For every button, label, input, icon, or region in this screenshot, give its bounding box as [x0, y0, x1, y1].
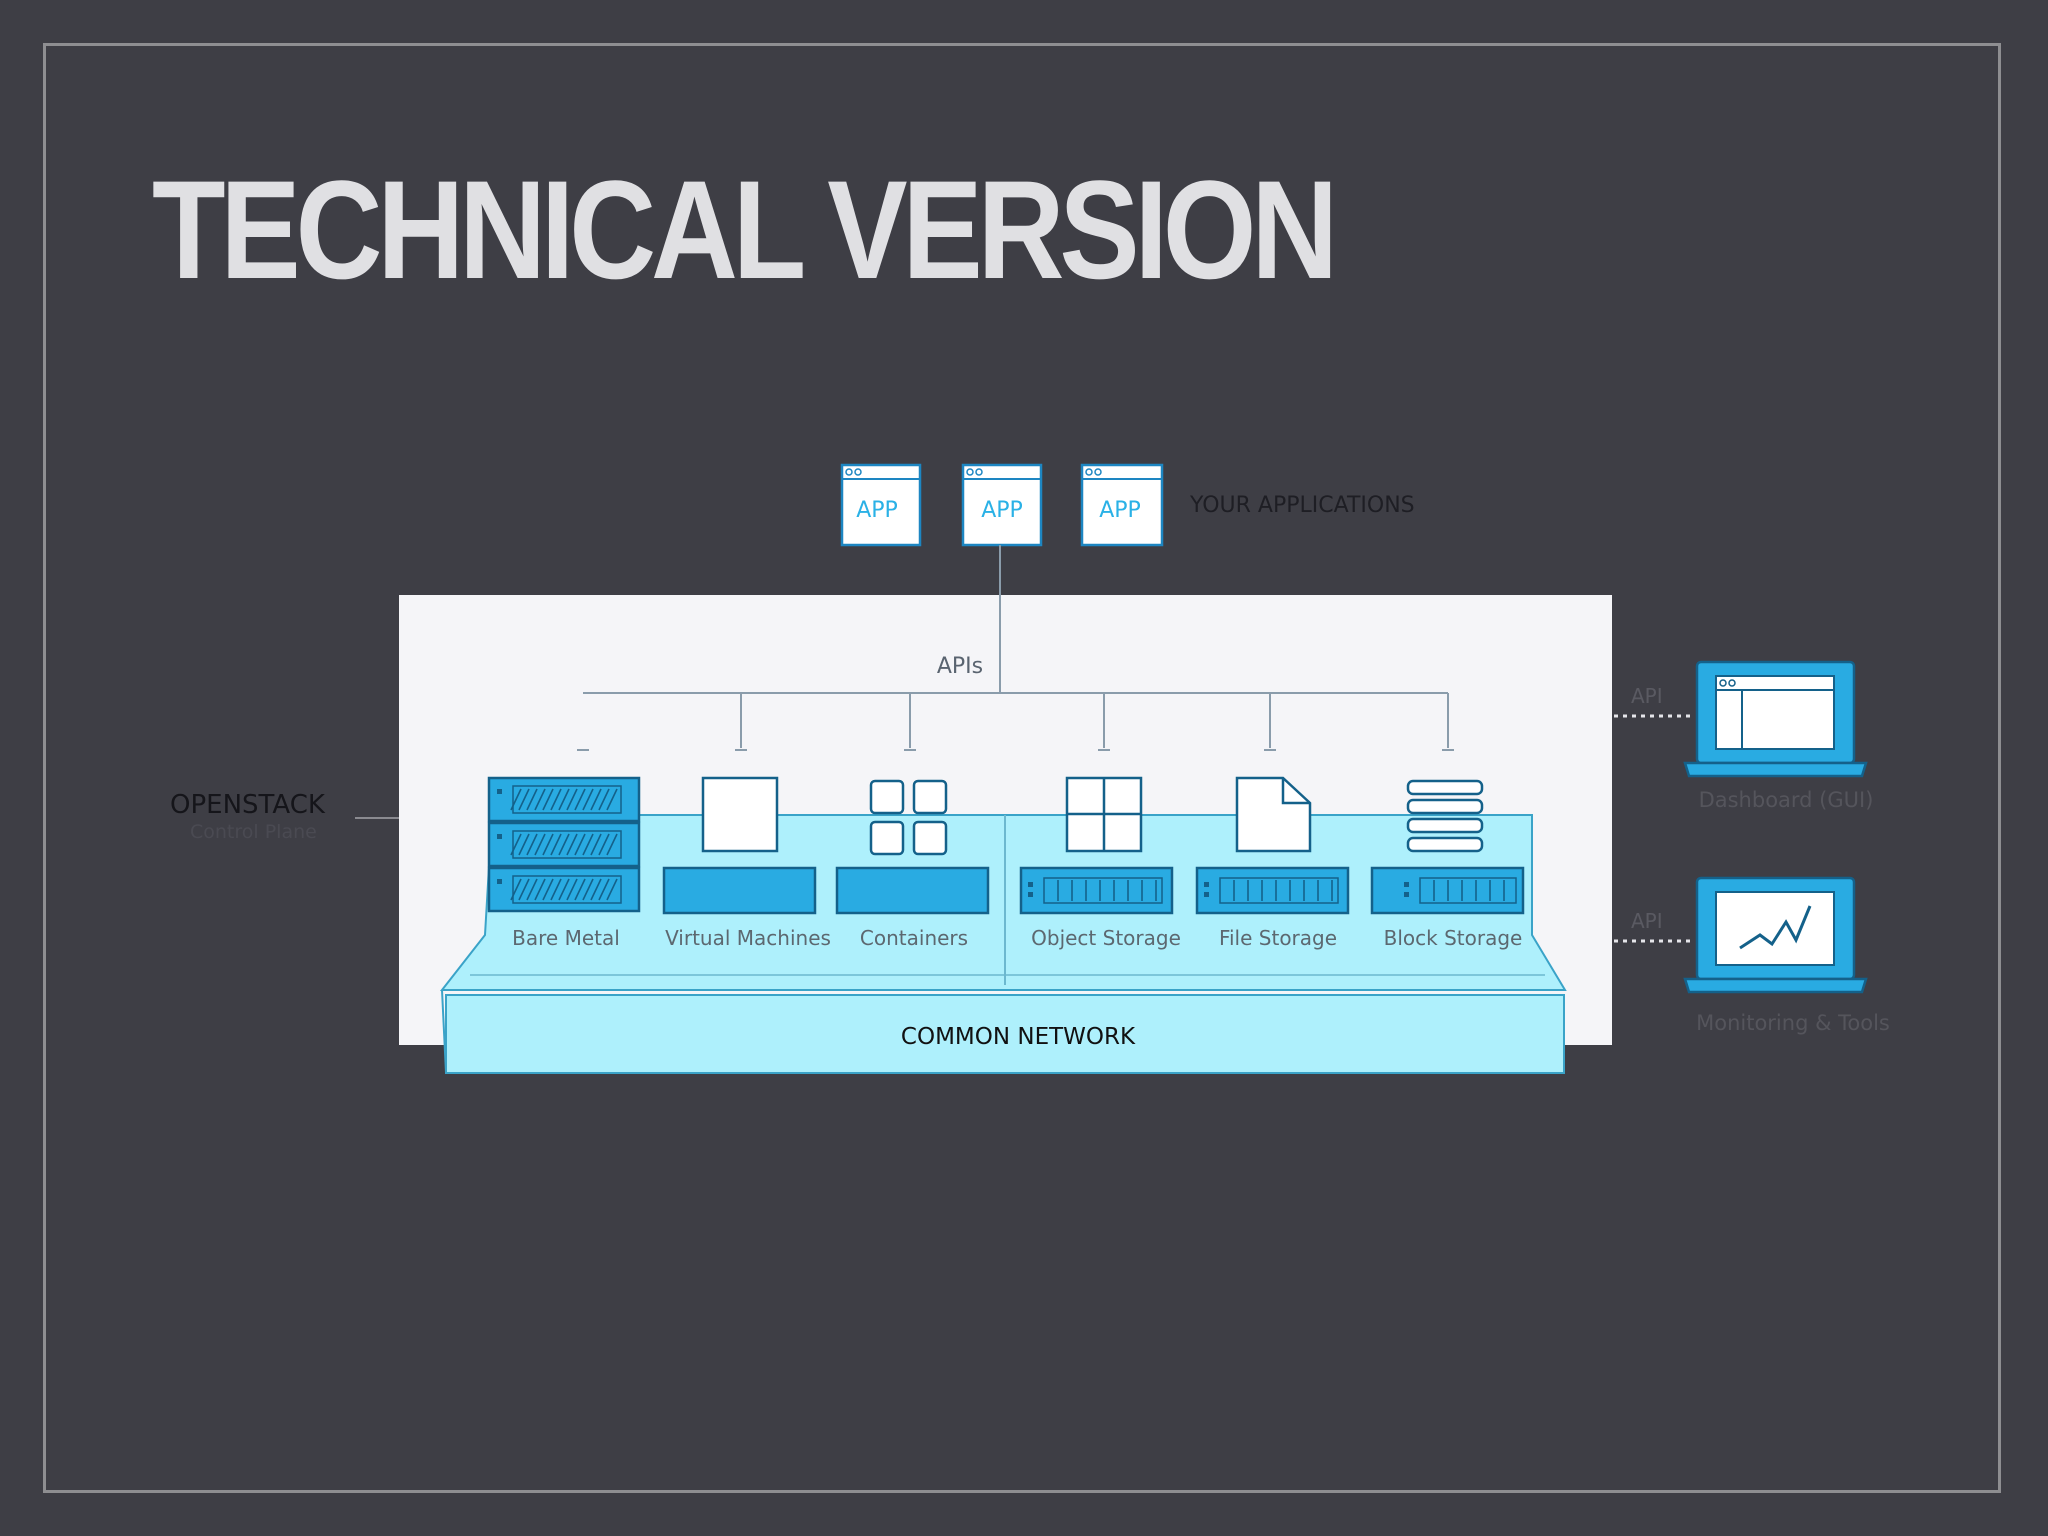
object-storage-icon [1019, 776, 1174, 915]
app-window-2: APP [961, 463, 1043, 547]
block-storage-icon [1370, 779, 1525, 915]
service-label-file-storage: File Storage [1219, 926, 1337, 950]
common-network-label: COMMON NETWORK [901, 1024, 1136, 1050]
openstack-label: OPENSTACK [170, 790, 326, 820]
app-label-1: APP [856, 498, 898, 523]
slide-title: TECHNICAL VERSION [152, 151, 1338, 308]
monitoring-label: Monitoring & Tools [1696, 1011, 1890, 1035]
service-label-containers: Containers [860, 926, 968, 950]
app-window-3: APP [1080, 463, 1164, 547]
virtual-machine-icon [662, 776, 817, 915]
file-storage-icon [1195, 776, 1350, 915]
monitoring-laptop-icon [1683, 876, 1868, 994]
dashboard-laptop-icon [1683, 660, 1868, 778]
service-label-block-storage: Block Storage [1384, 926, 1523, 950]
service-label-object-storage: Object Storage [1031, 926, 1181, 950]
dashboard-api-label: API [1631, 684, 1663, 708]
app-label-2: APP [981, 498, 1023, 523]
common-network-base [445, 994, 1565, 1074]
platform-surface [439, 814, 1567, 991]
storage-drive-bars [1028, 877, 1517, 904]
apis-label: APIs [937, 654, 983, 679]
app-label-3: APP [1099, 498, 1141, 523]
dashboard-label: Dashboard (GUI) [1699, 788, 1874, 812]
api-connectors [577, 545, 1454, 751]
app-window-1: APP [840, 463, 922, 547]
your-applications-label: YOUR APPLICATIONS [1189, 493, 1415, 518]
containers-icon [835, 779, 990, 915]
monitoring-api-label: API [1631, 909, 1663, 933]
service-label-bare-metal: Bare Metal [512, 926, 620, 950]
slide-frame [43, 43, 2001, 1493]
openstack-sublabel: Control Plane [190, 821, 317, 843]
service-label-virtual-machines: Virtual Machines [665, 926, 831, 950]
